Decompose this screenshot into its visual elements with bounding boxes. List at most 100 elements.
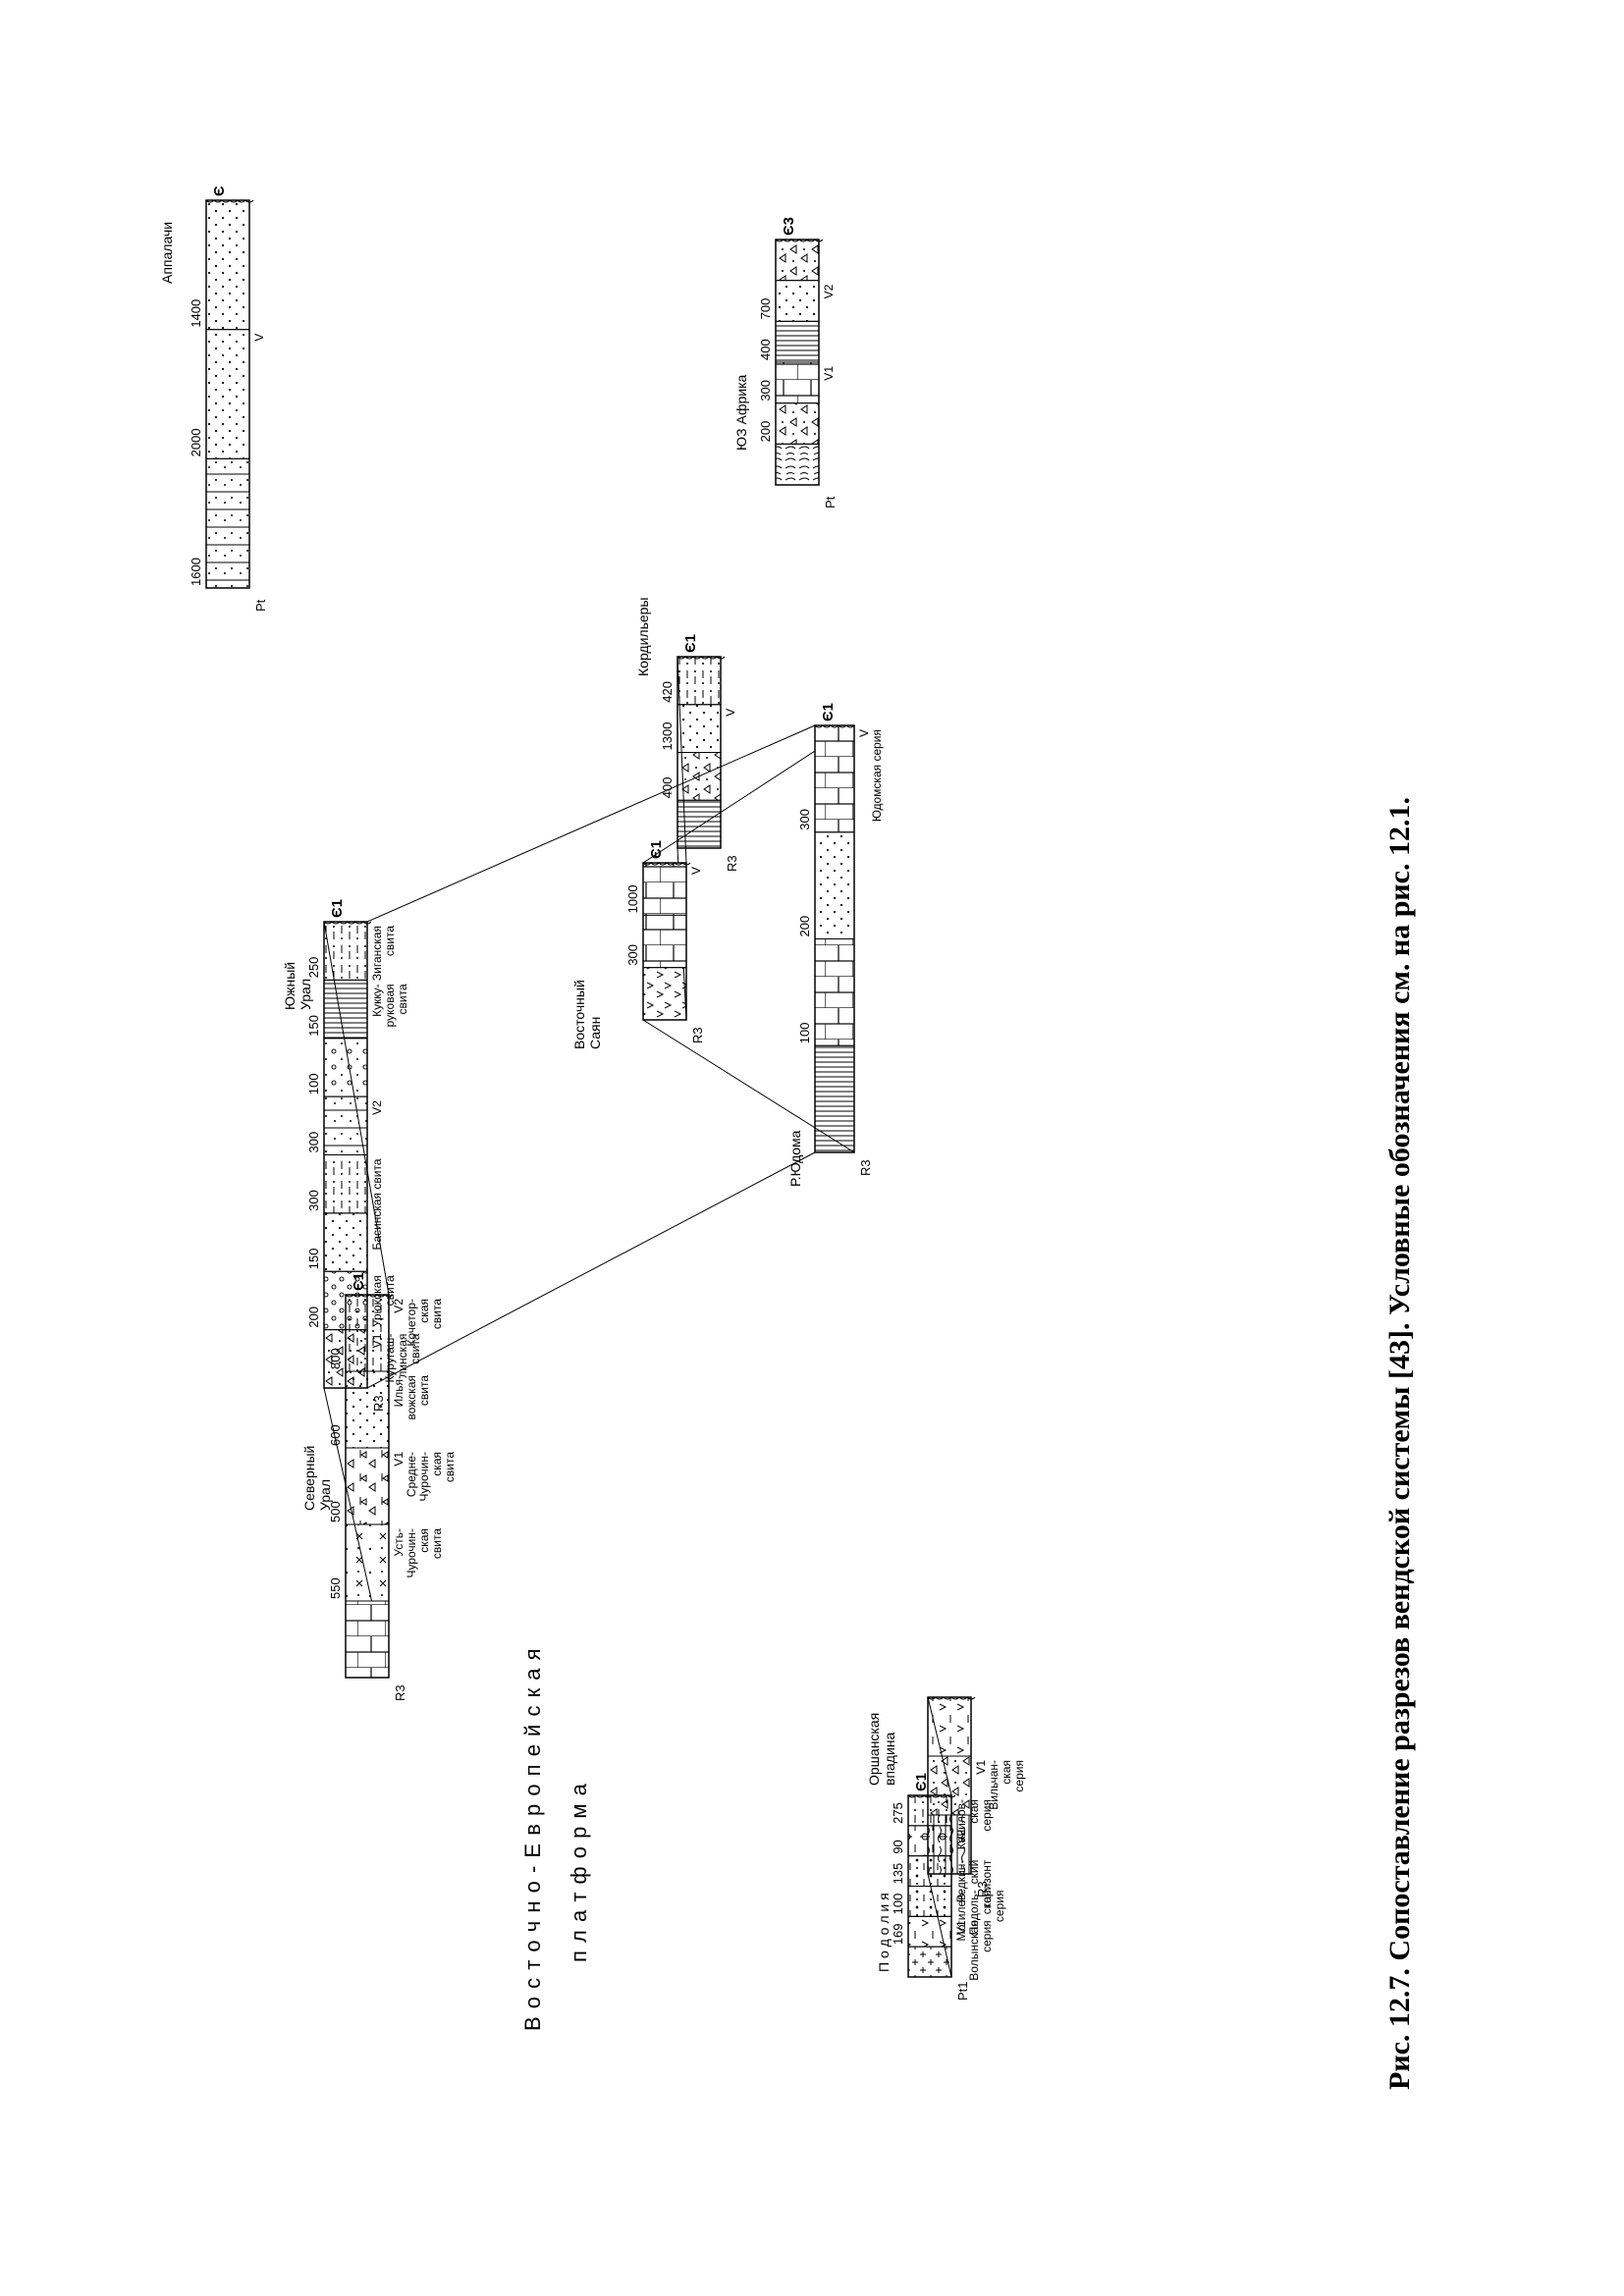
thickness-label: 100: [306, 1073, 321, 1095]
unit-podolia-3: [907, 1886, 952, 1917]
column-frame: [642, 862, 687, 1021]
unit-label: V: [689, 867, 703, 875]
thickness-label: 1400: [189, 299, 203, 328]
unit-label: ская: [1000, 1760, 1013, 1785]
unit-label: Средне-: [405, 1452, 418, 1497]
thickness-label: 150: [306, 1249, 321, 1270]
thickness-label: 135: [891, 1863, 905, 1885]
unit-label: V2: [392, 1299, 406, 1313]
column-frame: [775, 239, 820, 486]
thickness-label: 90: [891, 1840, 905, 1853]
unit-south-ural-2: [323, 1038, 368, 1097]
top-age-label: Є3: [781, 217, 797, 236]
unit-label: свита: [430, 1299, 444, 1329]
column-title: ЮЗ Африка: [733, 374, 749, 451]
unit-sw-africa-1: [775, 280, 820, 322]
thickness-label: 550: [328, 1577, 343, 1599]
thickness-label: 1000: [625, 884, 640, 913]
unit-label: Чурочин-: [417, 1452, 431, 1502]
thickness-label: 200: [306, 1307, 321, 1328]
unit-cordillera-3: [677, 799, 722, 849]
bottom-age-label: Pt: [253, 599, 268, 612]
unit-label: руковая: [383, 984, 397, 1027]
unit-label: Юдомская серия: [870, 729, 884, 822]
unit-label: Кочетор-: [405, 1299, 418, 1347]
unit-south-ural-6: [323, 1270, 368, 1331]
thickness-label: 250: [306, 957, 321, 979]
unit-south-ural-1: [323, 979, 368, 1040]
unconformity-line: [323, 921, 372, 925]
thickness-label: 200: [758, 421, 773, 443]
bottom-age-label: R3: [725, 855, 739, 872]
unit-north-ural-4: [345, 1600, 390, 1679]
unit-cordillera-2: [677, 752, 722, 801]
unit-cordillera-0: [677, 656, 722, 706]
thickness-label: 400: [660, 777, 675, 799]
unit-label: ская: [430, 1452, 444, 1476]
unit-label: ская: [417, 1299, 431, 1323]
thickness-label: 300: [306, 1132, 321, 1153]
thickness-label: 100: [797, 1023, 812, 1044]
unit-appalachians-0: [205, 199, 250, 331]
unit-label: вожская: [405, 1375, 418, 1420]
unit-sw-africa-3: [775, 361, 820, 404]
thickness-label: 200: [797, 916, 812, 937]
unit-label: свита: [408, 1333, 422, 1363]
unit-east-sayan-1: [642, 914, 687, 969]
unit-label: V: [252, 334, 266, 342]
platform-label-line1: В о с т о ч н о - Е в р о п е й с к а я: [520, 1647, 545, 2031]
unit-label: Волынская: [967, 1920, 981, 1980]
column-frame: [677, 656, 722, 849]
column-title: впадина: [882, 1732, 897, 1786]
top-age-label: Є1: [682, 634, 699, 653]
unit-cordillera-1: [677, 704, 722, 753]
unit-orsha-0: [927, 1696, 972, 1757]
unit-podolia-5: [907, 1946, 952, 1978]
unconformity-line: [642, 862, 691, 866]
thickness-label: 420: [660, 681, 675, 703]
unit-label: Урюкская: [370, 1275, 384, 1327]
unit-label: ская: [980, 1891, 994, 1915]
thickness-label: 150: [306, 1015, 321, 1037]
unconformity-line: [814, 724, 855, 728]
unconformity-line: [927, 1696, 976, 1700]
column-title: Урал: [317, 1479, 333, 1511]
column-title: Восточный: [571, 980, 587, 1049]
column-frame: [927, 1696, 972, 1875]
unit-appalachians-2: [205, 457, 250, 589]
thickness-label: 300: [625, 944, 640, 966]
unit-label: Вильчан-: [987, 1760, 1001, 1810]
unit-label: серия: [993, 1891, 1006, 1923]
thickness-label: 300: [758, 380, 773, 401]
unit-label: V2: [822, 284, 836, 298]
bottom-age-label: R3: [393, 1684, 407, 1701]
unit-label: V1: [822, 366, 836, 381]
top-age-label: Є1: [913, 1773, 930, 1791]
unit-label: горизонт: [980, 1859, 994, 1907]
unit-label: свита: [396, 984, 409, 1014]
unconformity-line: [677, 656, 726, 660]
unit-yudoma-3: [814, 1044, 855, 1153]
section-columns: 275Канилов-скаясерия90V2135Редкин-скийго…: [159, 186, 1026, 2001]
bottom-age-label: R3: [975, 1881, 990, 1897]
column-title: Северный: [301, 1446, 317, 1511]
unit-label: серия: [980, 1920, 994, 1952]
column-frame: [205, 199, 250, 589]
unit-label: свита: [383, 1275, 397, 1306]
unit-north-ural-2: [345, 1447, 390, 1525]
unit-label: Илья-: [392, 1375, 406, 1407]
thickness-label: 1300: [660, 722, 675, 751]
unit-label: V1: [954, 1920, 968, 1935]
top-age-label: Є1: [820, 703, 837, 721]
unit-sw-africa-5: [775, 443, 820, 486]
thickness-label: 275: [891, 1802, 905, 1824]
unit-label: свита: [417, 1375, 431, 1406]
unit-label: Басинская свита: [370, 1158, 384, 1250]
column-title: Кордильеры: [635, 598, 651, 677]
unit-label: серия: [980, 1799, 994, 1832]
unit-label: линская: [396, 1334, 409, 1378]
